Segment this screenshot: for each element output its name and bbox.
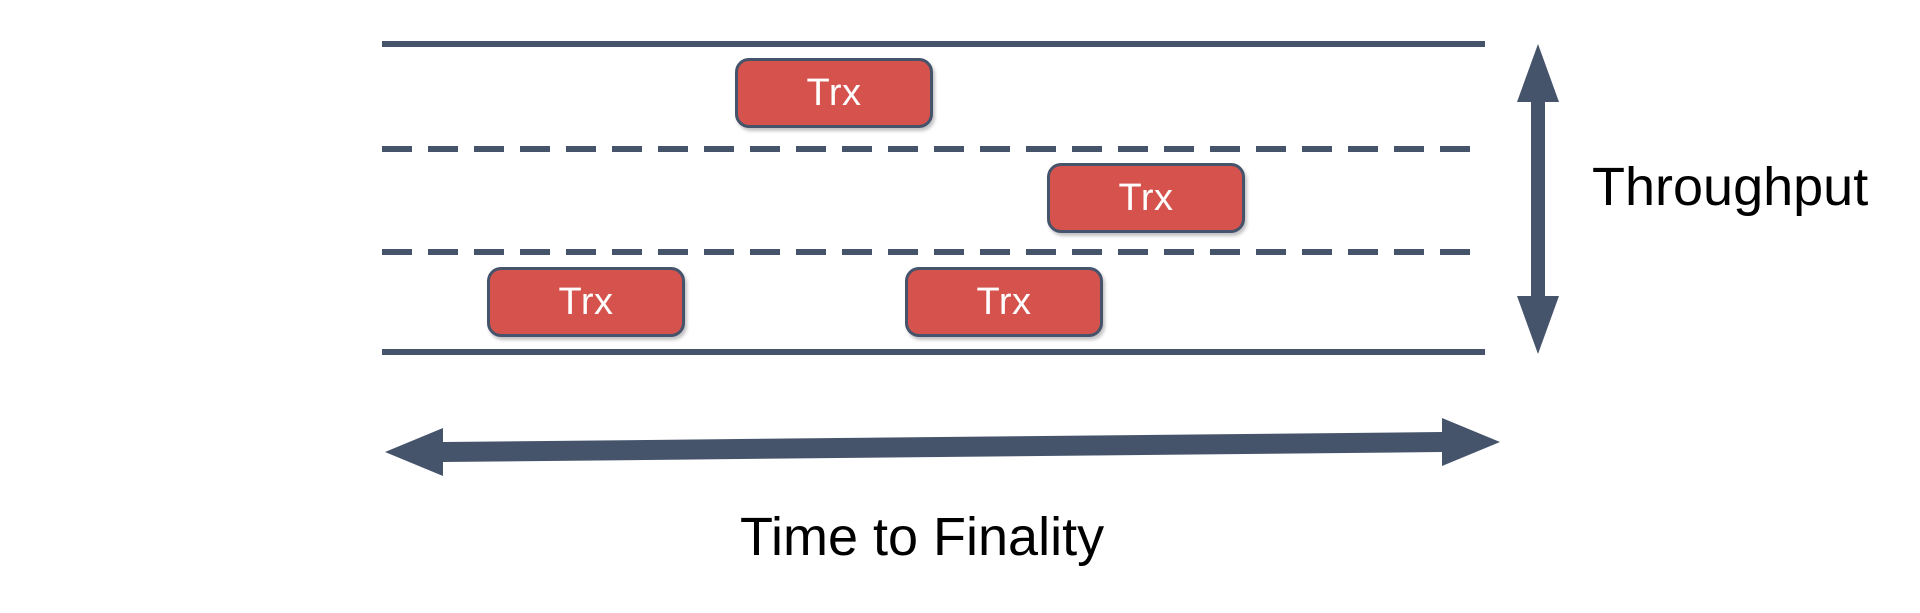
lane-line-divider-lower bbox=[382, 249, 1485, 255]
transaction-label: Trx bbox=[806, 72, 862, 114]
transaction-box-1[interactable]: Trx bbox=[735, 58, 933, 128]
transaction-label: Trx bbox=[1118, 177, 1174, 219]
transaction-box-2[interactable]: Trx bbox=[1047, 163, 1245, 233]
throughput-double-arrow-icon bbox=[1517, 44, 1559, 354]
lane-line-top-solid bbox=[382, 41, 1485, 47]
lane-line-bottom-solid bbox=[382, 349, 1485, 355]
transaction-label: Trx bbox=[976, 281, 1032, 323]
transaction-box-4[interactable]: Trx bbox=[905, 267, 1103, 337]
transaction-box-3[interactable]: Trx bbox=[487, 267, 685, 337]
throughput-axis-label: Throughput bbox=[1592, 157, 1869, 217]
lane-line-divider-upper bbox=[382, 146, 1485, 152]
transaction-label: Trx bbox=[558, 281, 614, 323]
time-to-finality-axis-label: Time to Finality bbox=[740, 507, 1105, 567]
time-double-arrow-icon bbox=[385, 410, 1500, 488]
